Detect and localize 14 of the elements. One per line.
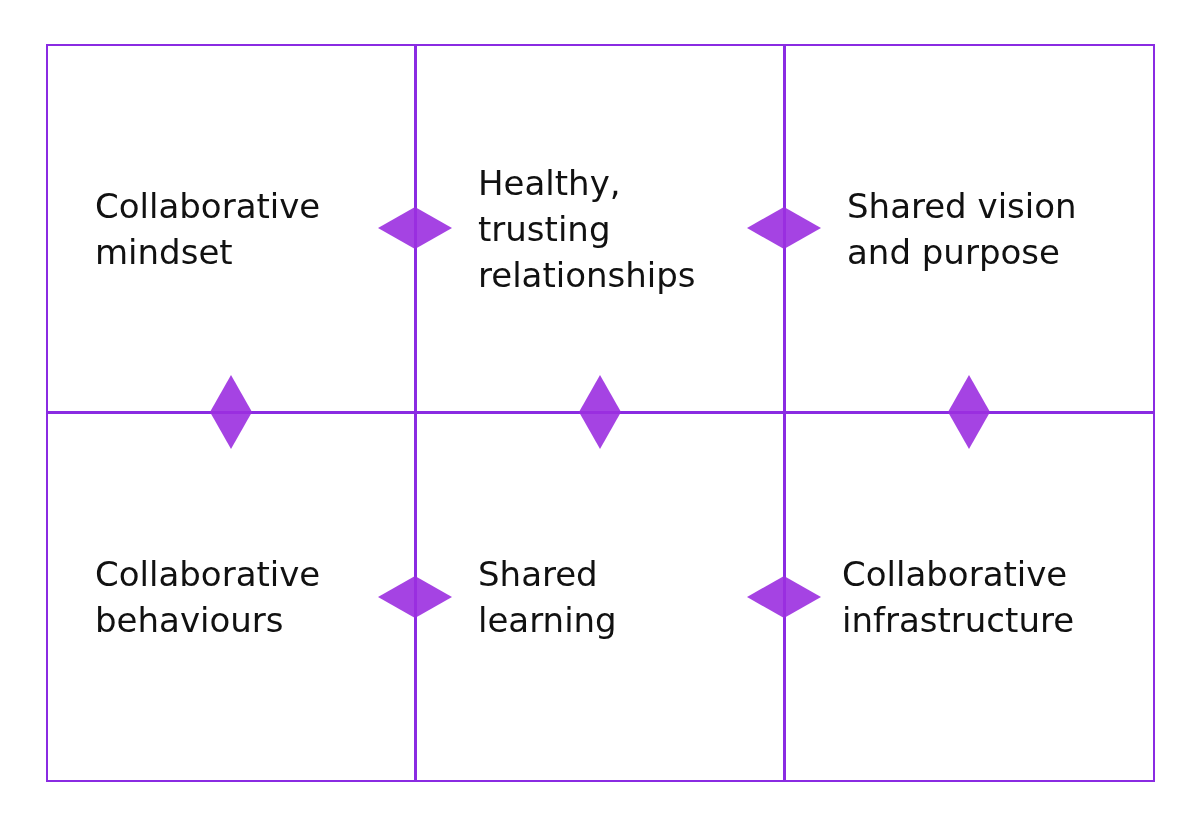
cell-label: Collaborative behaviours [95, 552, 322, 642]
grid-cell [783, 411, 1155, 782]
diamond-shape [579, 375, 621, 449]
cell-label: Collaborative mindset [95, 185, 322, 274]
diamond-shape [210, 375, 252, 449]
diamond-shape [948, 375, 990, 449]
cell-label: Shared learning [478, 552, 618, 642]
diamond-shape [747, 576, 821, 618]
diamond-shape [378, 207, 452, 249]
cell-label: Collaborative infrastructure [842, 552, 1076, 642]
cell-label: Healthy, trusting relationships [478, 162, 697, 297]
diamond-shape [378, 576, 452, 618]
cell-label: Shared vision and purpose [847, 185, 1078, 274]
diamond-shape [747, 207, 821, 249]
